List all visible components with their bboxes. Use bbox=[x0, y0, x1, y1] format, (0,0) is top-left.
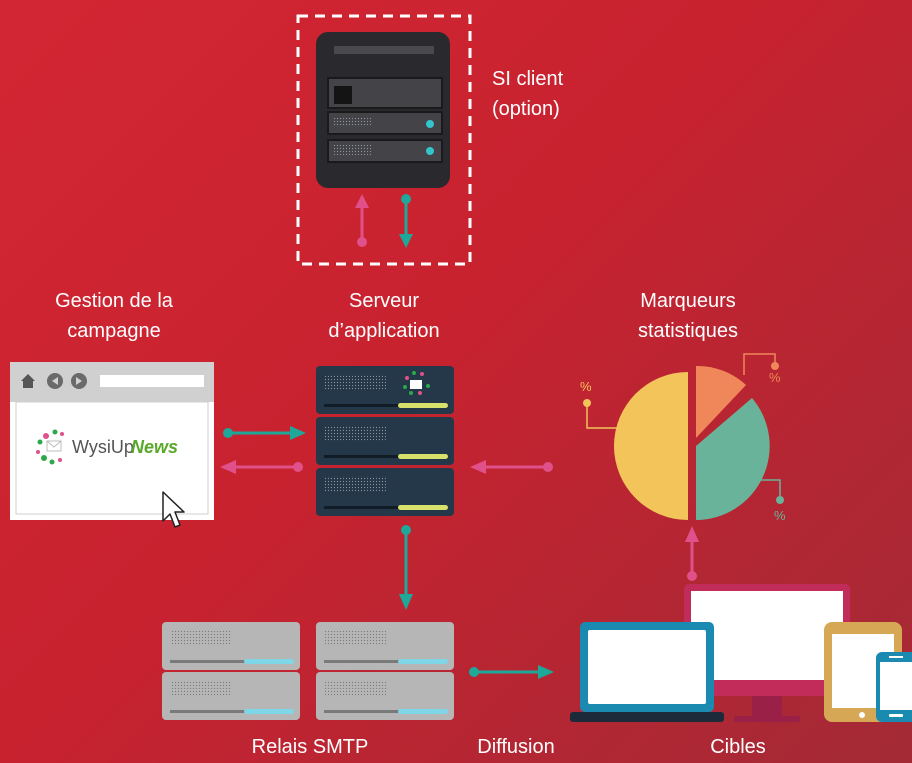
diffusion-label: Diffusion bbox=[477, 736, 555, 758]
gestion-label-line2: campagne bbox=[67, 320, 161, 342]
si-client-dashed-box bbox=[296, 14, 472, 266]
forward-icon bbox=[71, 373, 87, 389]
statistics-pie-chart: % % % bbox=[580, 353, 786, 523]
pie-slice-yellow bbox=[614, 372, 688, 520]
laptop-icon bbox=[570, 622, 724, 722]
cibles-label: Cibles bbox=[710, 736, 766, 758]
targets-devices bbox=[570, 584, 912, 722]
arrow-browser-to-server bbox=[223, 426, 306, 440]
serveur-label: Serveur d’application bbox=[284, 286, 484, 346]
smtp-relay-servers-icon bbox=[162, 622, 454, 720]
application-server-icon bbox=[316, 366, 454, 516]
wysiupnews-logo-icon bbox=[36, 429, 64, 465]
desktop-monitor-icon bbox=[684, 584, 850, 722]
serveur-label-line1: Serveur bbox=[348, 290, 420, 312]
app-server-logo-icon bbox=[403, 371, 430, 395]
arrow-stats-to-server bbox=[470, 460, 553, 474]
arrow-server-to-browser bbox=[220, 460, 303, 474]
percent-label-yellow: % bbox=[580, 379, 592, 394]
si-client-label-line1: SI client bbox=[492, 68, 564, 90]
home-icon bbox=[21, 374, 35, 388]
marqueurs-label-line2: statistiques bbox=[637, 320, 739, 342]
percent-label-orange: % bbox=[769, 370, 781, 385]
arrow-relay-to-targets bbox=[469, 665, 554, 679]
gestion-label: Gestion de la campagne bbox=[14, 286, 214, 346]
si-client-arrow-down bbox=[399, 194, 413, 248]
serveur-label-line2: d’application bbox=[328, 320, 440, 342]
marqueurs-label: Marqueurs statistiques bbox=[578, 286, 798, 346]
si-client-label: SI client (option) bbox=[492, 64, 563, 124]
arrow-server-to-relay bbox=[399, 525, 413, 610]
relais-smtp-label: Relais SMTP bbox=[251, 736, 369, 758]
pie-slice-orange bbox=[696, 365, 746, 438]
logo-accent: News bbox=[131, 437, 178, 457]
gestion-label-line1: Gestion de la bbox=[55, 290, 173, 312]
address-bar bbox=[100, 375, 204, 387]
browser-window: WysiUp News bbox=[10, 362, 214, 528]
marqueurs-label-line1: Marqueurs bbox=[640, 290, 736, 312]
logo-word: WysiUp bbox=[72, 437, 134, 457]
back-icon bbox=[47, 373, 63, 389]
arrow-targets-to-stats bbox=[685, 526, 699, 581]
si-client-arrow-up bbox=[355, 194, 369, 247]
mouse-cursor-icon bbox=[162, 491, 185, 528]
si-client-label-line2: (option) bbox=[492, 98, 560, 120]
pie-slice-teal bbox=[696, 398, 770, 520]
smartphone-icon bbox=[876, 652, 912, 722]
percent-label-teal: % bbox=[774, 508, 786, 523]
si-client-group bbox=[296, 14, 472, 266]
si-client-server-icon bbox=[316, 32, 450, 188]
